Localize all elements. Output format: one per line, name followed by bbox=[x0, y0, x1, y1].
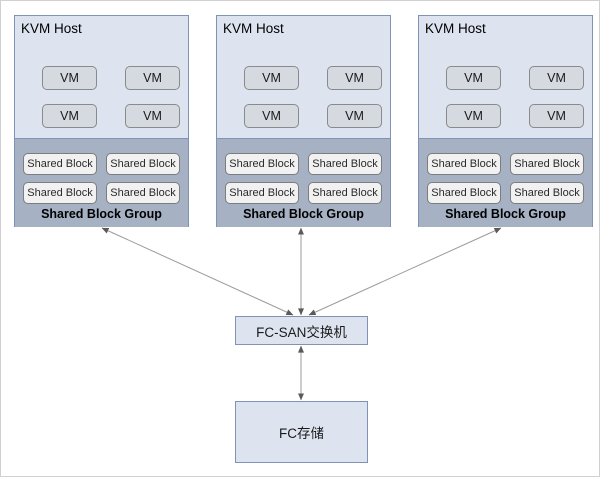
shared-block-group-label: Shared Block Group bbox=[41, 207, 162, 221]
shared-block[interactable]: Shared Block bbox=[308, 182, 382, 204]
fc-san-switch-node[interactable]: FC-SAN交换机 bbox=[235, 316, 368, 345]
vm-node[interactable]: VM bbox=[125, 104, 180, 128]
vm-node[interactable]: VM bbox=[529, 104, 584, 128]
shared-block-group-label: Shared Block Group bbox=[243, 207, 364, 221]
kvm-host-3[interactable]: KVM Host VM VM VM VM Shared Block Shared… bbox=[418, 15, 593, 227]
kvm-host-title: KVM Host bbox=[21, 21, 82, 36]
shared-block-group-2: Shared Block Shared Block Shared Block S… bbox=[217, 138, 390, 227]
shared-block[interactable]: Shared Block bbox=[225, 153, 299, 175]
shared-block[interactable]: Shared Block bbox=[225, 182, 299, 204]
shared-block[interactable]: Shared Block bbox=[23, 182, 97, 204]
shared-block[interactable]: Shared Block bbox=[106, 182, 180, 204]
vm-node[interactable]: VM bbox=[42, 104, 97, 128]
shared-block[interactable]: Shared Block bbox=[427, 182, 501, 204]
kvm-host-title: KVM Host bbox=[223, 21, 284, 36]
shared-block[interactable]: Shared Block bbox=[106, 153, 180, 175]
shared-block[interactable]: Shared Block bbox=[308, 153, 382, 175]
vm-node[interactable]: VM bbox=[125, 66, 180, 90]
connector-switch-to-host-1 bbox=[101, 227, 294, 316]
kvm-host-1[interactable]: KVM Host VM VM VM VM Shared Block Shared… bbox=[14, 15, 189, 227]
shared-block-group-1: Shared Block Shared Block Shared Block S… bbox=[15, 138, 188, 227]
shared-block[interactable]: Shared Block bbox=[23, 153, 97, 175]
vm-node[interactable]: VM bbox=[327, 104, 382, 128]
shared-block-group-label: Shared Block Group bbox=[445, 207, 566, 221]
kvm-host-title: KVM Host bbox=[425, 21, 486, 36]
vm-node[interactable]: VM bbox=[446, 104, 501, 128]
shared-block[interactable]: Shared Block bbox=[510, 153, 584, 175]
connector-switch-to-host-3 bbox=[308, 227, 502, 316]
kvm-host-2[interactable]: KVM Host VM VM VM VM Shared Block Shared… bbox=[216, 15, 391, 227]
vm-node[interactable]: VM bbox=[529, 66, 584, 90]
shared-block-group-3: Shared Block Shared Block Shared Block S… bbox=[419, 138, 592, 227]
vm-node[interactable]: VM bbox=[327, 66, 382, 90]
shared-block[interactable]: Shared Block bbox=[510, 182, 584, 204]
fc-storage-node[interactable]: FC存储 bbox=[235, 401, 368, 463]
vm-node[interactable]: VM bbox=[446, 66, 501, 90]
vm-node[interactable]: VM bbox=[244, 104, 299, 128]
vm-node[interactable]: VM bbox=[42, 66, 97, 90]
shared-block[interactable]: Shared Block bbox=[427, 153, 501, 175]
vm-node[interactable]: VM bbox=[244, 66, 299, 90]
